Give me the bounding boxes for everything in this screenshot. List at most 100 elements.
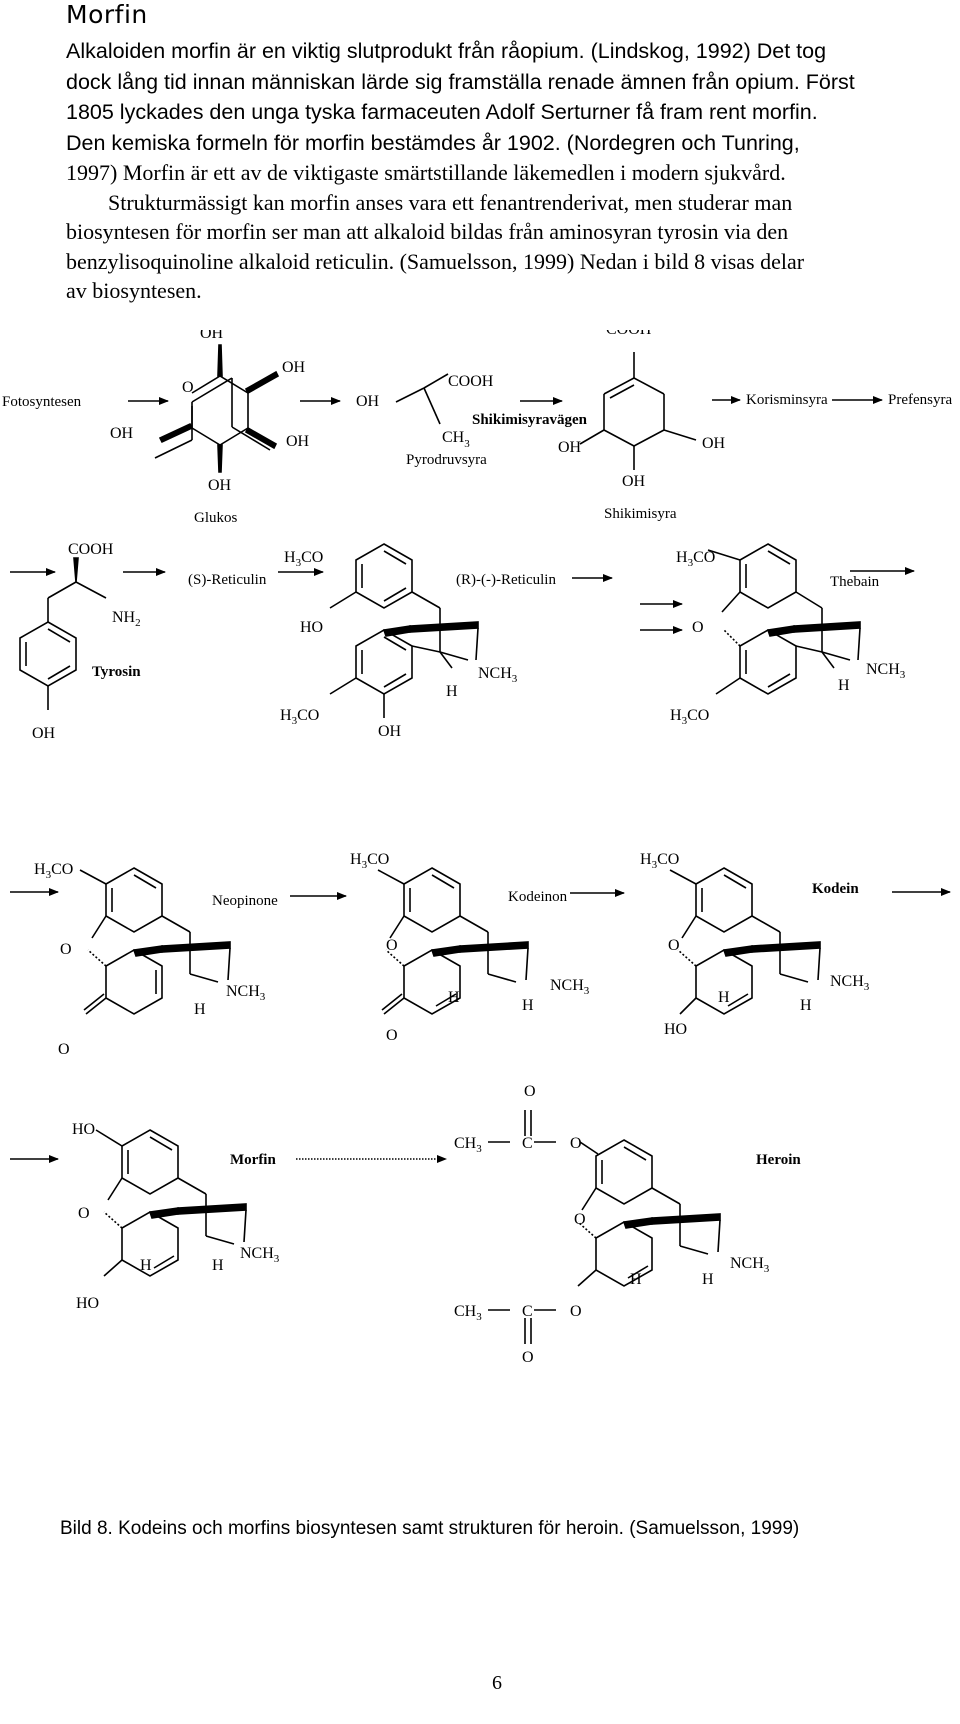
text-line: Strukturmässigt kan morfin anses vara et… bbox=[108, 189, 793, 215]
text-line: biosyntesen för morfin ser man att alkal… bbox=[66, 219, 789, 244]
korisminsyra-label: Korisminsyra bbox=[746, 392, 828, 408]
c-label: C bbox=[522, 1303, 533, 1320]
o-label: O bbox=[574, 1211, 586, 1228]
subscript: 3 bbox=[292, 715, 298, 727]
intro-text: Alkaloiden morfin är en viktig slutprodu… bbox=[66, 36, 926, 306]
fotosyntesen-label: Fotosyntesen bbox=[2, 394, 82, 410]
kodein-structure bbox=[669, 867, 821, 1015]
h3co-label: H3CO bbox=[676, 549, 715, 569]
cooh-label: COOH bbox=[68, 541, 114, 558]
shikimisyravagen-label: Shikimisyravägen bbox=[472, 412, 588, 428]
glukos-ring bbox=[158, 344, 280, 473]
nch-text: NCH bbox=[226, 983, 260, 1000]
o-label: O bbox=[58, 1041, 70, 1058]
oh-label: OH bbox=[702, 435, 726, 452]
pyrodruvsyra-structure bbox=[395, 373, 449, 425]
subscript: 3 bbox=[652, 859, 658, 871]
text-line: dock lång tid innan människan lärde sig … bbox=[66, 69, 855, 94]
h-label: H bbox=[702, 1271, 714, 1288]
ch3-label: CH3 bbox=[454, 1303, 482, 1323]
h-label: H bbox=[448, 989, 460, 1006]
o-label: O bbox=[60, 941, 72, 958]
oh-label: OH bbox=[622, 473, 646, 490]
o-label: O bbox=[692, 619, 704, 636]
h-label: H bbox=[194, 1001, 206, 1018]
o-label: O bbox=[182, 379, 194, 396]
nch3-label: NCH3 bbox=[478, 665, 518, 685]
h-text: H bbox=[670, 707, 682, 724]
o-label: O bbox=[570, 1135, 582, 1152]
subscript: 3 bbox=[900, 669, 906, 681]
kodeinon-label: Kodeinon bbox=[508, 889, 568, 905]
kodein-label: Kodein bbox=[812, 881, 859, 897]
neopinone-structure bbox=[79, 867, 231, 1015]
shikimisyra-structure bbox=[579, 352, 697, 470]
text-line: 1805 lyckades den unga tyska farmaceuten… bbox=[66, 100, 818, 124]
h3co-label: H3CO bbox=[34, 861, 73, 881]
oh-label: OH bbox=[286, 433, 310, 450]
subscript: 3 bbox=[274, 1253, 280, 1265]
ho-label: HO bbox=[76, 1295, 99, 1312]
s-reticulin-label: (S)-Reticulin bbox=[188, 572, 267, 588]
nch3-label: NCH3 bbox=[226, 983, 266, 1003]
o-label: O bbox=[524, 1083, 536, 1100]
nch3-label: NCH3 bbox=[240, 1245, 280, 1265]
co-text: CO bbox=[367, 851, 389, 868]
subscript: 3 bbox=[688, 557, 694, 569]
glukos-label: Glukos bbox=[194, 510, 238, 526]
h-label: H bbox=[140, 1257, 152, 1274]
ho-label: HO bbox=[664, 1021, 687, 1038]
h-label: H bbox=[838, 677, 850, 694]
nch-text: NCH bbox=[730, 1255, 764, 1272]
h3co-label: H3CO bbox=[284, 549, 323, 569]
nch3-label: NCH3 bbox=[550, 977, 590, 997]
h3co-label: H3CO bbox=[350, 851, 389, 871]
tyrosin-label: Tyrosin bbox=[92, 664, 141, 680]
o-label: O bbox=[570, 1303, 582, 1320]
shikimisyra-label: Shikimisyra bbox=[604, 506, 677, 522]
nch-text: NCH bbox=[866, 661, 900, 678]
reticulin-structure bbox=[329, 543, 479, 718]
morfin-label: Morfin bbox=[230, 1152, 276, 1168]
h-text: H bbox=[280, 707, 292, 724]
thebain-label: Thebain bbox=[830, 574, 880, 590]
pyrodruvsyra-label: Pyrodruvsyra bbox=[406, 452, 487, 468]
cooh-label: COOH bbox=[606, 330, 652, 338]
nch-text: NCH bbox=[240, 1245, 274, 1262]
heroin-label: Heroin bbox=[756, 1152, 801, 1168]
ch-text: CH bbox=[454, 1135, 477, 1152]
section-heading: Morfin bbox=[66, 0, 148, 29]
h3co-label: H3CO bbox=[280, 707, 319, 727]
h-text: H bbox=[350, 851, 362, 868]
nh-text: NH bbox=[112, 609, 136, 626]
thebain-structure bbox=[707, 543, 861, 695]
biosynthesis-scheme: OH COOH OH O COOH Fotosyntesen OH Korism… bbox=[2, 330, 952, 1366]
h-label: H bbox=[212, 1257, 224, 1274]
co-text: CO bbox=[51, 861, 73, 878]
co-text: CO bbox=[693, 549, 715, 566]
o-label: O bbox=[522, 1349, 534, 1366]
co-text: CO bbox=[657, 851, 679, 868]
subscript: 2 bbox=[135, 617, 141, 629]
neopinone-label: Neopinone bbox=[212, 893, 278, 909]
oh-label: OH bbox=[356, 393, 380, 410]
o-label: O bbox=[78, 1205, 90, 1222]
nch3-label: NCH3 bbox=[866, 661, 906, 681]
ho-label: HO bbox=[72, 1121, 95, 1138]
h-text: H bbox=[640, 851, 652, 868]
ch-text: CH bbox=[442, 429, 465, 446]
nch3-label: NCH3 bbox=[730, 1255, 770, 1275]
oh-label: OH bbox=[378, 723, 402, 740]
subscript: 3 bbox=[46, 869, 52, 881]
morfin-structure bbox=[95, 1129, 247, 1277]
oh-label: OH bbox=[200, 330, 224, 342]
subscript: 3 bbox=[476, 1311, 482, 1323]
nh2-label: NH2 bbox=[112, 609, 141, 629]
subscript: 3 bbox=[864, 981, 870, 993]
nch-text: NCH bbox=[478, 665, 512, 682]
oh-label: OH bbox=[110, 425, 134, 442]
cooh-label: COOH bbox=[448, 373, 494, 390]
o-label: O bbox=[668, 937, 680, 954]
ch3-label: CH3 bbox=[454, 1135, 482, 1155]
